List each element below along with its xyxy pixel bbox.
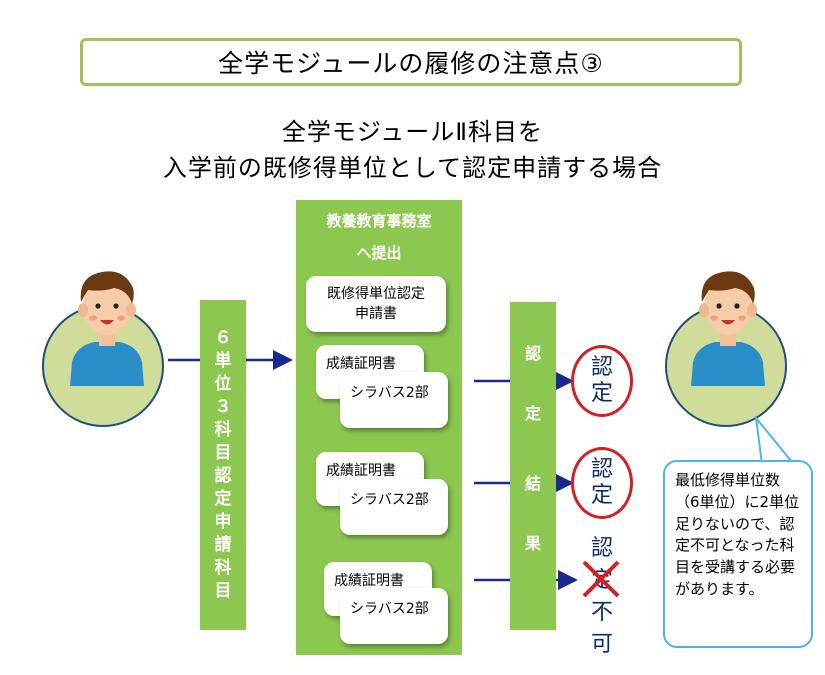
result-column-char: 結 bbox=[524, 474, 541, 493]
application-doc-line-2: 申請書 bbox=[355, 306, 397, 322]
result-char: 定 bbox=[590, 483, 613, 508]
column-char: 位 bbox=[214, 374, 232, 394]
result-char: 可 bbox=[590, 632, 613, 657]
result-column-char: 定 bbox=[524, 404, 541, 423]
subtitle-line-1: 全学モジュールⅡ科目を bbox=[281, 118, 544, 146]
callout-tail-icon bbox=[754, 416, 793, 465]
rejected-cross-icon bbox=[582, 560, 620, 598]
syllabus-label: シラバス2部 bbox=[350, 385, 429, 401]
result-char: 認 bbox=[590, 354, 613, 380]
syllabus-document: シラバス2部 bbox=[340, 479, 448, 535]
column-char: 科 bbox=[214, 420, 232, 440]
transcript-label: 成績証明書 bbox=[326, 463, 396, 479]
approved-stamp: 認 定 bbox=[571, 447, 633, 519]
column-char: 目 bbox=[214, 443, 232, 463]
result-char: 認 bbox=[590, 536, 613, 561]
result-char: 定 bbox=[590, 381, 613, 406]
application-doc-line-1: 既修得単位認定 bbox=[327, 286, 425, 302]
requested-subjects-column: ６ 単 位 ３ 科 目 認 定 申 請 科 目 bbox=[200, 300, 246, 630]
column-char: 目 bbox=[214, 581, 232, 601]
student-right-icon bbox=[691, 271, 765, 386]
transcript-label: 成績証明書 bbox=[334, 573, 404, 589]
column-char: 請 bbox=[214, 535, 232, 555]
page-title-box: 全学モジュールの履修の注意点③ bbox=[80, 38, 742, 86]
result-char: 不 bbox=[590, 600, 613, 625]
column-char: 申 bbox=[214, 512, 232, 532]
column-char: 定 bbox=[214, 489, 232, 509]
result-column-char: 認 bbox=[524, 344, 541, 363]
student-left-icon bbox=[70, 271, 144, 386]
column-char: 科 bbox=[214, 558, 232, 578]
office-header-line-1: 教養教育事務室 bbox=[326, 212, 432, 230]
approved-stamp: 認 定 bbox=[571, 345, 633, 417]
page-title: 全学モジュールの履修の注意点③ bbox=[218, 49, 604, 78]
result-char: 認 bbox=[590, 456, 613, 482]
result-column bbox=[510, 302, 556, 630]
callout-box: 最低修得単位数（6単位）に2単位足りないので、認定不可となった科目を受講する必要… bbox=[663, 460, 813, 648]
column-char: ６ bbox=[214, 328, 232, 348]
syllabus-document: シラバス2部 bbox=[340, 372, 448, 428]
column-char: ３ bbox=[214, 397, 232, 417]
transcript-label: 成績証明書 bbox=[326, 356, 396, 372]
column-char: 単 bbox=[214, 351, 232, 371]
result-column-char: 果 bbox=[524, 534, 541, 553]
syllabus-document: シラバス2部 bbox=[340, 588, 448, 644]
office-header-line-2: へ提出 bbox=[356, 244, 402, 262]
callout-text: 最低修得単位数（6単位）に2単位足りないので、認定不可となった科目を受講する必要… bbox=[675, 471, 800, 598]
syllabus-label: シラバス2部 bbox=[350, 601, 429, 617]
subtitle-line-2: 入学前の既修得単位として認定申請する場合 bbox=[162, 154, 663, 182]
column-char: 認 bbox=[214, 466, 232, 486]
application-document: 既修得単位認定 申請書 bbox=[306, 276, 446, 332]
syllabus-label: シラバス2部 bbox=[350, 492, 429, 508]
